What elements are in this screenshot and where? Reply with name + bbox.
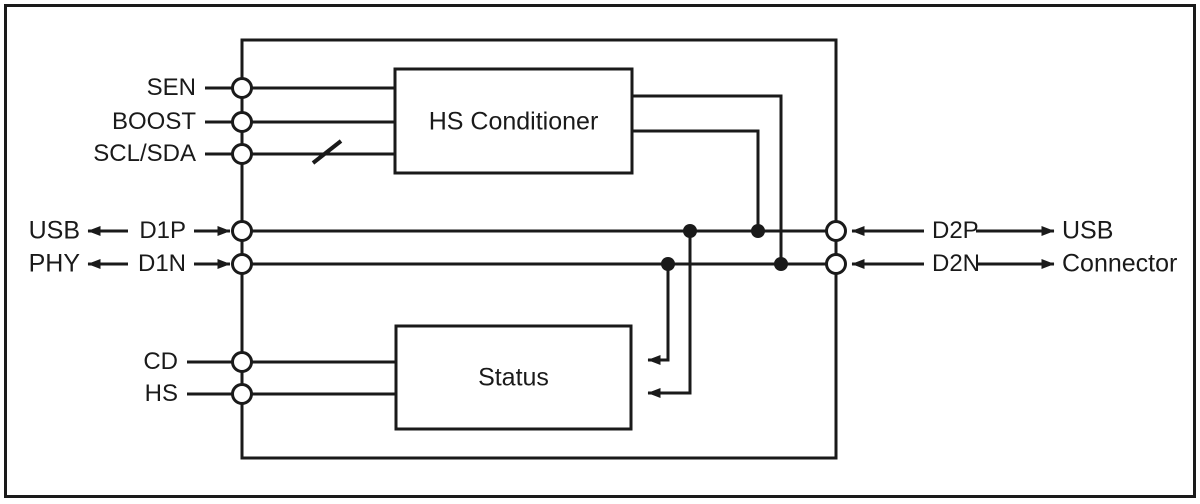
pin-label-d1p: D1P <box>139 217 186 244</box>
pin-terminal-d2p <box>825 220 847 242</box>
external-label-usb-right: USB <box>1062 216 1114 245</box>
pin-terminal-scl-sda <box>231 143 253 165</box>
junction-dot-d1n-hscond <box>774 257 788 271</box>
pin-terminal-cd <box>231 351 253 373</box>
pin-label-scl-sda: SCL/SDA <box>93 140 196 167</box>
pin-terminal-d1p <box>231 220 253 242</box>
pin-label-cd: CD <box>143 348 178 375</box>
pin-label-d2n: D2N <box>932 250 981 277</box>
net-hscond-out-lower-to-d1p <box>632 129 760 231</box>
pin-label-d1n: D1N <box>137 250 186 277</box>
pin-terminal-sen <box>231 77 253 99</box>
net-d1n-tap-to-status-upper <box>647 264 670 365</box>
junction-dot-d1n-status <box>661 257 675 271</box>
external-label-connector-right: Connector <box>1062 249 1178 278</box>
pin-label-boost: BOOST <box>111 108 196 135</box>
net-hscond-out-upper-to-d1n <box>632 94 783 264</box>
bus-slash-icon <box>311 139 343 165</box>
outer-frame <box>4 4 1196 498</box>
external-label-phy-left: PHY <box>28 249 80 278</box>
pin-label-hs: HS <box>144 380 178 407</box>
external-label-usb-left: USB <box>28 216 80 245</box>
junction-dot-d1p-hscond <box>751 224 765 238</box>
block-label-status: Status <box>478 363 549 392</box>
pin-terminal-d2n <box>825 253 847 275</box>
pin-label-d2p: D2P <box>932 217 979 244</box>
junction-dot-d1p-status <box>683 224 697 238</box>
pin-terminal-boost <box>231 111 253 133</box>
pin-label-sen: SEN <box>146 74 196 101</box>
block-label-hs-conditioner: HS Conditioner <box>428 107 599 136</box>
pin-terminal-hs <box>231 383 253 405</box>
status-block <box>394 324 633 431</box>
net-d1p-tap-to-status-lower <box>647 231 692 398</box>
pin-terminal-d1n <box>231 253 253 275</box>
